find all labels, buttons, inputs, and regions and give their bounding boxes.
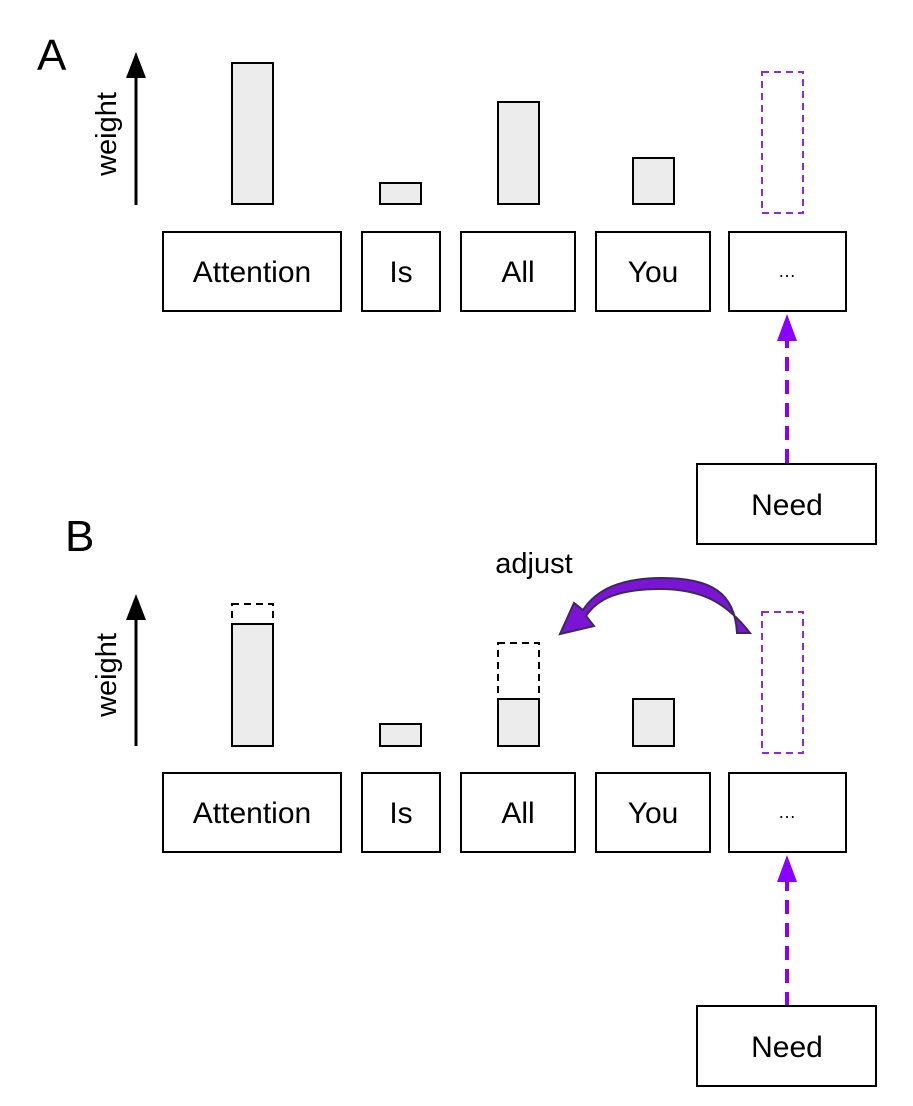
panel-b-axis-arrowhead-icon [126, 594, 146, 620]
panel-b-bars [231, 603, 804, 754]
panel-b-token-is: Is [389, 797, 412, 830]
panel-b-token-box-all [460, 772, 576, 853]
panel-a-token-is: Is [389, 256, 412, 289]
panel-a-token-you: You [628, 256, 679, 289]
panel-a-token-box-ellipsis [728, 231, 847, 312]
panel-b-axis-label: weight [91, 633, 123, 718]
panel-b-bar-attention [231, 623, 274, 747]
panel-a-query-token: Need [751, 489, 823, 522]
panel-b-bar-all [497, 698, 540, 747]
panel-a-bar-you [632, 157, 675, 205]
panel-b-bar-is [379, 723, 422, 747]
panel-a-query-arrow [777, 314, 797, 463]
panel-a-query-box [696, 463, 877, 545]
panel-b-query-box [696, 1005, 877, 1087]
panel-b-token-attention: Attention [193, 797, 311, 830]
panel-a-token-attention: Attention [193, 256, 311, 289]
panel-b-bar-placeholder [761, 611, 804, 754]
panel-a-bar-is [379, 182, 422, 205]
panel-a-axis-arrowhead-icon [126, 52, 146, 78]
panel-a-bars [231, 62, 804, 214]
panel-b-query-token: Need [751, 1031, 823, 1064]
panel-b-bar-you [632, 698, 675, 747]
panel-a-axis-label: weight [91, 92, 123, 177]
panel-b-token-box-is [361, 772, 441, 853]
panel-a-label: A [37, 31, 67, 80]
panel-a-token-all: All [501, 256, 534, 289]
panel-a-token-ellipsis: … [778, 261, 796, 281]
panel-b-bar-attention-previous [231, 603, 274, 625]
panel-a-token-box-is [361, 231, 441, 312]
panel-b-token-all: All [501, 797, 534, 830]
panel-b-arrowhead-icon [777, 855, 797, 882]
panel-b-query-arrow [777, 855, 797, 1006]
panel-a-token-box-attention [162, 231, 342, 312]
panel-b-token-box-you [595, 772, 711, 853]
panel-a: A weight Attention Is All You … [37, 31, 877, 545]
panel-b-label: B [65, 512, 94, 561]
panel-b-adjust-arrow: adjust [495, 548, 753, 636]
panel-b: B weight adjust Attention Is [65, 512, 877, 1087]
panel-a-tokens: Attention Is All You … [162, 231, 847, 312]
panel-a-arrowhead-icon [777, 314, 797, 341]
adjust-curved-arrow-icon [558, 576, 753, 636]
panel-a-weight-axis: weight [91, 52, 146, 205]
panel-b-bar-all-previous [497, 642, 540, 700]
panel-b-token-box-attention [162, 772, 342, 853]
panel-b-token-box-ellipsis [728, 772, 847, 853]
adjust-label: adjust [495, 548, 572, 580]
panel-a-bar-all [497, 101, 540, 205]
panel-a-token-box-all [460, 231, 576, 312]
panel-b-token-ellipsis: … [778, 802, 796, 822]
panel-a-bar-placeholder [761, 71, 804, 214]
panel-b-tokens: Attention Is All You … [162, 772, 847, 853]
panel-a-token-box-you [595, 231, 711, 312]
panel-b-token-you: You [628, 797, 679, 830]
panel-a-bar-attention [231, 62, 274, 205]
panel-b-weight-axis: weight [91, 594, 146, 746]
